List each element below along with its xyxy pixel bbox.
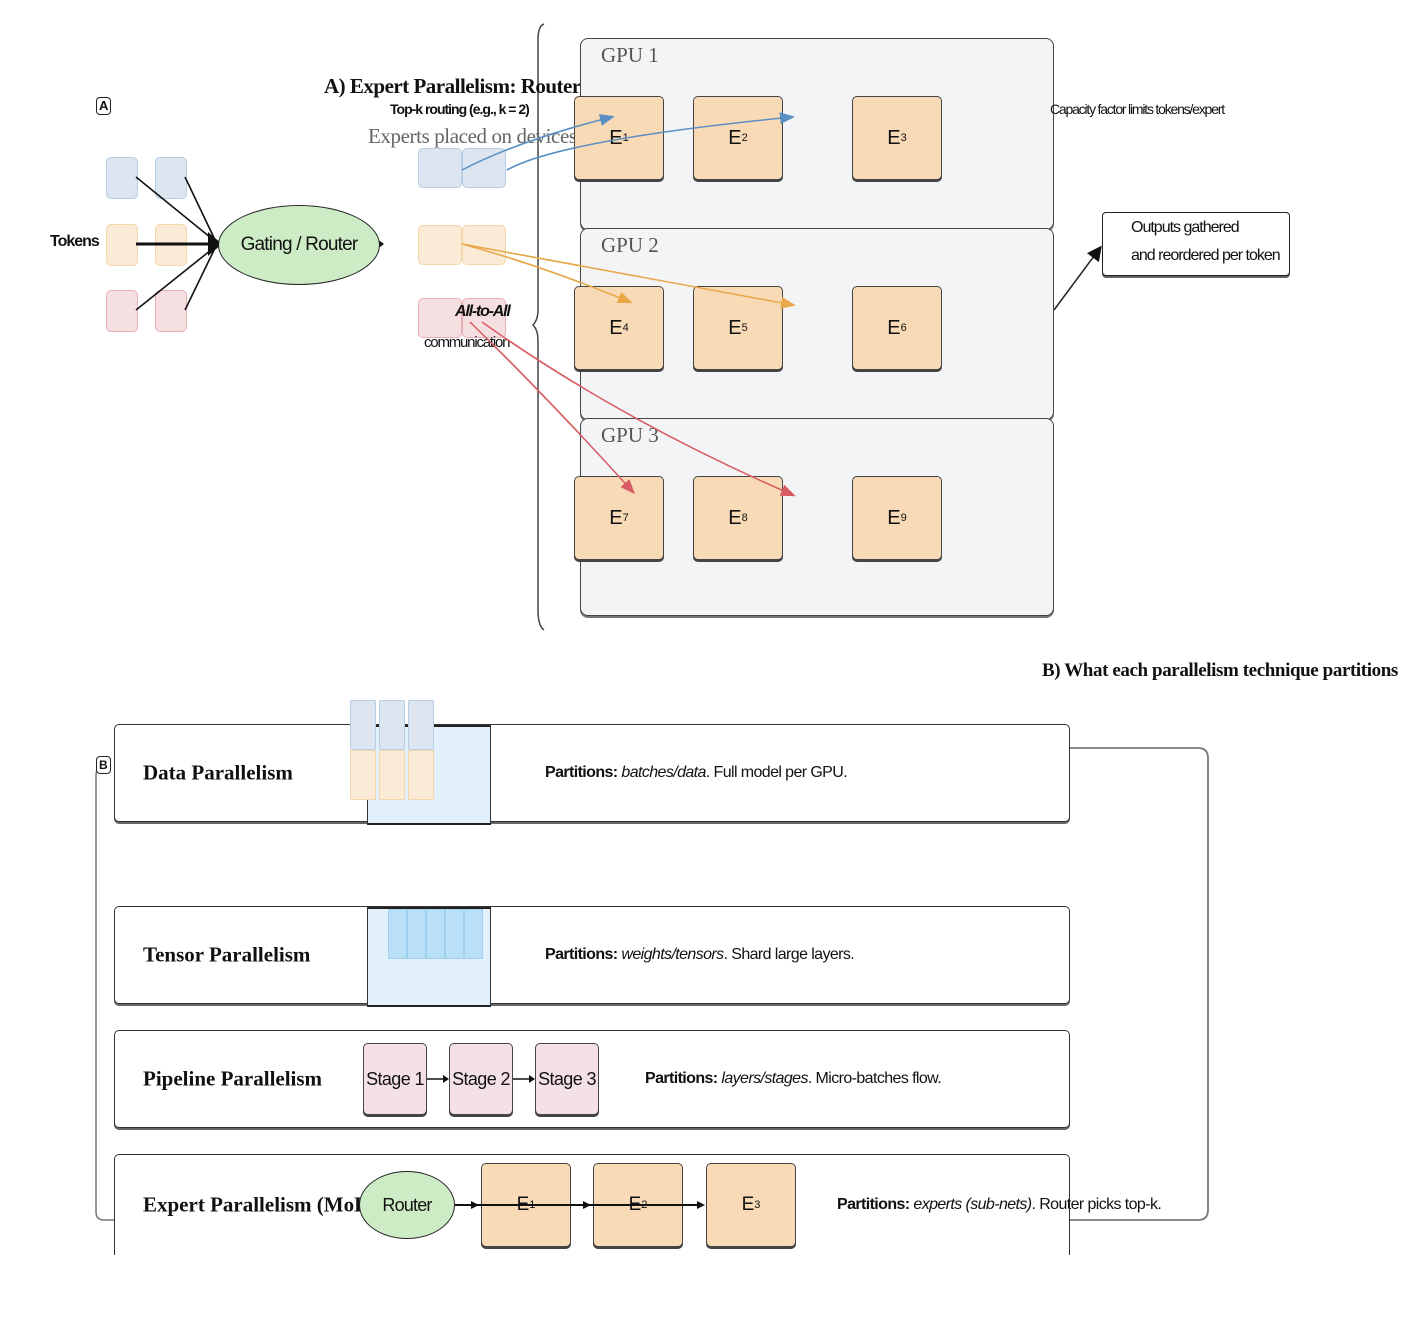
- token-blue: [155, 157, 187, 199]
- dispatched-token-red: [418, 298, 462, 338]
- gpu-label: GPU 2: [601, 233, 659, 257]
- stage-arrows: [427, 1075, 535, 1083]
- row-title: Tensor Parallelism: [143, 942, 311, 967]
- gating-router-node: Gating / Router: [218, 205, 380, 285]
- tensor-shard: [388, 909, 407, 959]
- panel-a-title: A) Expert Parallelism: Router send: [324, 74, 582, 98]
- row-description: Partitions: experts (sub-nets). Router p…: [837, 1196, 1162, 1213]
- layer-box: [367, 907, 491, 1007]
- output-line-1: Outputs gathered: [1131, 219, 1240, 236]
- gpu-label: GPU 1: [601, 43, 659, 67]
- batch-token-orange: [350, 750, 376, 800]
- batch-token-orange: [408, 750, 434, 800]
- capacity-note: Capacity factor limits tokens/expert: [1050, 101, 1225, 117]
- gpu-label: GPU 3: [601, 423, 659, 447]
- all-to-all-label: All-to-All: [455, 303, 511, 320]
- row-tensor-parallelism: Tensor Parallelism Partitions: weights/t…: [114, 906, 1070, 1007]
- panel-a-tag: A: [96, 97, 112, 115]
- pipeline-stage: Stage 1: [363, 1043, 427, 1115]
- row-data-parallelism: Data Parallelism Partitions: batches/dat…: [114, 724, 1070, 825]
- row-description: Partitions: batches/data. Full model per…: [545, 764, 848, 781]
- batch-token-blue: [379, 700, 405, 750]
- pipeline-stage: Stage 3: [535, 1043, 599, 1115]
- tensor-shard: [445, 909, 464, 959]
- row-title: Expert Parallelism (MoE): [143, 1192, 376, 1217]
- communication-label: communication: [424, 334, 510, 351]
- row-description: Partitions: weights/tensors. Shard large…: [545, 946, 855, 963]
- batch-token-blue: [350, 700, 376, 750]
- token-red: [155, 290, 187, 332]
- row-title: Data Parallelism: [143, 760, 293, 785]
- token-orange: [106, 224, 138, 266]
- dispatched-token-blue: [418, 148, 462, 188]
- tensor-shard: [426, 909, 445, 959]
- output-box: Outputs gathered and reordered per token: [1102, 212, 1290, 276]
- dispatched-token-orange: [462, 225, 506, 265]
- row-description: Partitions: layers/stages. Micro-batches…: [645, 1070, 942, 1087]
- output-line-2: and reordered per token: [1131, 247, 1281, 264]
- row-expert-parallelism: Expert Parallelism (MoE) Router E1 E2 E3…: [114, 1154, 1162, 1255]
- panel-b-tag: B: [96, 756, 111, 774]
- token-blue: [106, 157, 138, 199]
- moe-flow-arrow: [455, 1201, 705, 1209]
- tokens-label: Tokens: [50, 233, 100, 250]
- dispatched-token-orange: [418, 225, 462, 265]
- batch-token-blue: [408, 700, 434, 750]
- tensor-shard: [464, 909, 483, 959]
- pipeline-stage: Stage 2: [449, 1043, 513, 1115]
- token-to-router-lines: [135, 176, 217, 311]
- batch-token-orange: [379, 750, 405, 800]
- row-pipeline-parallelism: Pipeline Parallelism Stage 1 Stage 2 Sta…: [114, 1030, 1070, 1128]
- tensor-shard: [407, 909, 426, 959]
- moe-router-node: Router: [359, 1171, 455, 1239]
- token-red: [106, 290, 138, 332]
- panel-b-title: B) What each parallelism technique parti…: [1042, 660, 1398, 681]
- row-title: Pipeline Parallelism: [143, 1066, 323, 1091]
- dispatched-token-blue: [462, 148, 506, 188]
- routing-subtitle: Top-k routing (e.g., k = 2): [390, 101, 530, 117]
